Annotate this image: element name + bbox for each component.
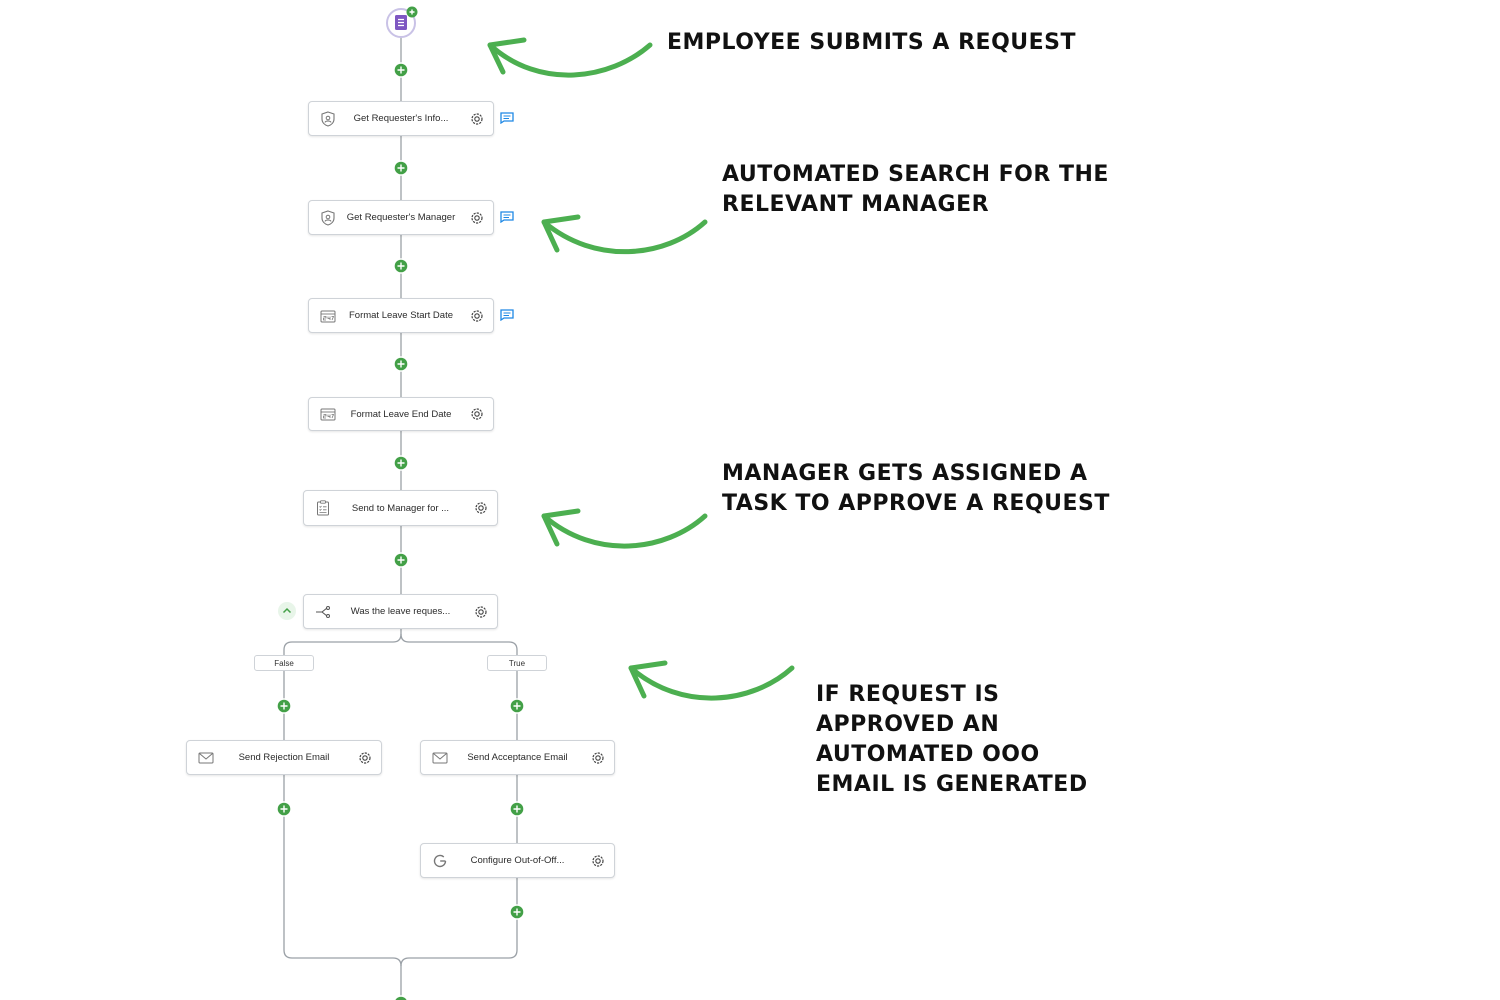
comment-icon[interactable] bbox=[500, 211, 514, 223]
annotation-manager-task: MANAGER GETS ASSIGNED A TASK TO APPROVE … bbox=[722, 461, 1110, 516]
curved-arrow-2 bbox=[541, 214, 708, 255]
gear-icon[interactable] bbox=[357, 750, 373, 766]
mail-icon bbox=[432, 752, 448, 763]
gear-icon[interactable] bbox=[473, 500, 489, 516]
annotation-arrows bbox=[487, 37, 795, 701]
connector-line bbox=[400, 633, 518, 740]
step-label: Configure Out-of-Off... bbox=[470, 855, 565, 866]
add-step-button[interactable] bbox=[509, 904, 525, 920]
step-label: Get Requester's Manager bbox=[346, 212, 456, 223]
gear-icon[interactable] bbox=[469, 210, 485, 226]
step-label: Send Acceptance Email bbox=[467, 752, 568, 763]
step-label: Send to Manager for ... bbox=[351, 502, 450, 514]
add-step-button[interactable] bbox=[393, 995, 409, 1000]
connector-line bbox=[400, 878, 518, 967]
gear-icon[interactable] bbox=[590, 750, 606, 766]
branch-label-false: False bbox=[254, 655, 314, 671]
branch-icon bbox=[316, 605, 330, 618]
step-label: Format Leave End Date bbox=[350, 408, 452, 420]
curved-arrow-1 bbox=[487, 37, 653, 78]
trigger-badge-icon bbox=[406, 6, 418, 18]
add-step-button[interactable] bbox=[393, 356, 409, 372]
comment-icon[interactable] bbox=[500, 112, 514, 124]
annotation-automated-search: AUTOMATED SEARCH FOR THE RELEVANT MANAGE… bbox=[722, 162, 1109, 217]
step-condition-was-leave-request[interactable]: Was the leave reques... bbox=[303, 594, 498, 629]
annotation-ooo-email: IF REQUEST IS APPROVED AN AUTOMATED OOO … bbox=[816, 682, 1088, 797]
step-format-leave-end-date[interactable]: Format Leave End Date bbox=[308, 397, 494, 431]
step-get-requesters-manager[interactable]: Get Requester's Manager bbox=[308, 200, 494, 235]
step-send-to-manager[interactable]: Send to Manager for ... bbox=[303, 490, 498, 526]
collapse-branch-button[interactable] bbox=[278, 602, 296, 620]
gear-icon[interactable] bbox=[590, 853, 606, 869]
add-step-button[interactable] bbox=[393, 62, 409, 78]
step-label: Get Requester's Info... bbox=[353, 113, 449, 124]
step-send-rejection-email[interactable]: Send Rejection Email bbox=[186, 740, 382, 775]
mail-icon bbox=[198, 752, 214, 763]
curved-arrow-4 bbox=[628, 660, 795, 701]
shield-user-icon bbox=[321, 110, 335, 127]
shield-user-icon bbox=[321, 209, 335, 226]
google-icon bbox=[433, 854, 447, 867]
add-step-button[interactable] bbox=[393, 552, 409, 568]
add-step-button[interactable] bbox=[276, 698, 292, 714]
add-step-button[interactable] bbox=[393, 258, 409, 274]
clipboard-icon bbox=[317, 500, 329, 516]
gear-icon[interactable] bbox=[469, 308, 485, 324]
annotation-employee-submits: EMPLOYEE SUBMITS A REQUEST bbox=[667, 30, 1077, 55]
gear-icon[interactable] bbox=[473, 604, 489, 620]
add-step-button[interactable] bbox=[509, 698, 525, 714]
step-label: Was the leave reques... bbox=[350, 606, 451, 617]
step-label: Format Leave Start Date bbox=[348, 310, 454, 321]
branch-label-true: True bbox=[487, 655, 547, 671]
add-step-button[interactable] bbox=[276, 801, 292, 817]
add-step-buttons bbox=[276, 62, 525, 1000]
calendar-247-icon bbox=[320, 408, 336, 421]
gear-icon[interactable] bbox=[469, 111, 485, 127]
form-icon bbox=[395, 15, 407, 30]
connector-line bbox=[283, 775, 402, 1000]
step-send-acceptance-email[interactable]: Send Acceptance Email bbox=[420, 740, 615, 775]
add-step-button[interactable] bbox=[509, 801, 525, 817]
connector-line bbox=[283, 629, 402, 740]
chevron-up-icon bbox=[282, 607, 292, 614]
step-configure-out-of-office[interactable]: Configure Out-of-Off... bbox=[420, 843, 615, 878]
comment-icon[interactable] bbox=[500, 309, 514, 321]
step-get-requesters-info[interactable]: Get Requester's Info... bbox=[308, 101, 494, 136]
gear-icon[interactable] bbox=[469, 406, 485, 422]
step-label: Send Rejection Email bbox=[238, 752, 330, 763]
step-format-leave-start-date[interactable]: Format Leave Start Date bbox=[308, 298, 494, 333]
curved-arrow-3 bbox=[541, 508, 708, 549]
add-step-button[interactable] bbox=[393, 160, 409, 176]
add-step-button[interactable] bbox=[393, 455, 409, 471]
calendar-247-icon bbox=[320, 310, 336, 322]
